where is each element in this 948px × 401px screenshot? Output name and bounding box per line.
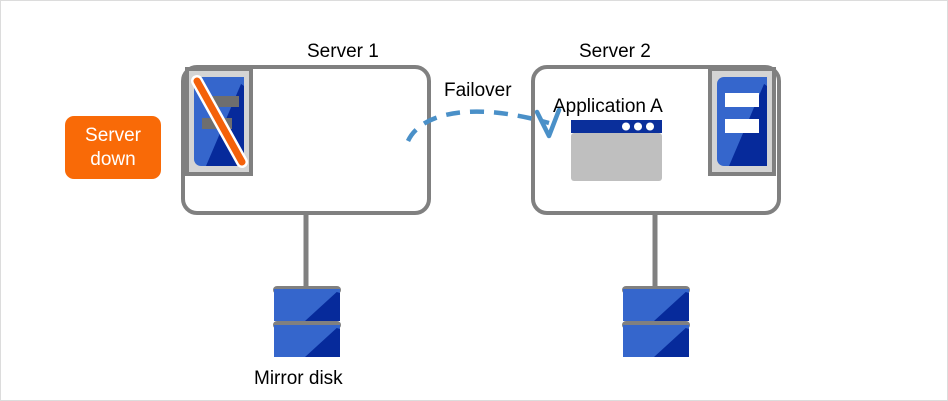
status-badge-line-2: down (90, 148, 136, 170)
status-badge-server-down: Server down (65, 116, 161, 179)
application-window-icon (571, 120, 662, 181)
mirror-disk-stack-icon-2 (622, 286, 690, 357)
server-active-icon (708, 67, 776, 176)
failover-label: Failover (444, 80, 512, 101)
window-dot-2 (634, 122, 642, 131)
failover-dashed-arrow-icon (405, 107, 562, 143)
status-badge-line-1: Server (85, 124, 141, 146)
server2-title: Server 2 (579, 41, 651, 62)
mirror-disk-stack-icon-1 (273, 286, 341, 357)
server-bar-bottom (725, 119, 759, 133)
application-label: Application A (553, 96, 663, 117)
window-dot-3 (646, 122, 654, 131)
window-dot-1 (622, 122, 630, 131)
server-bar-top (725, 93, 759, 107)
mirror-disk-label: Mirror disk (254, 368, 343, 389)
server1-title: Server 1 (307, 41, 379, 62)
server-down-slash (193, 77, 246, 166)
server-bar-top (209, 96, 239, 107)
server-down-icon (185, 67, 253, 176)
